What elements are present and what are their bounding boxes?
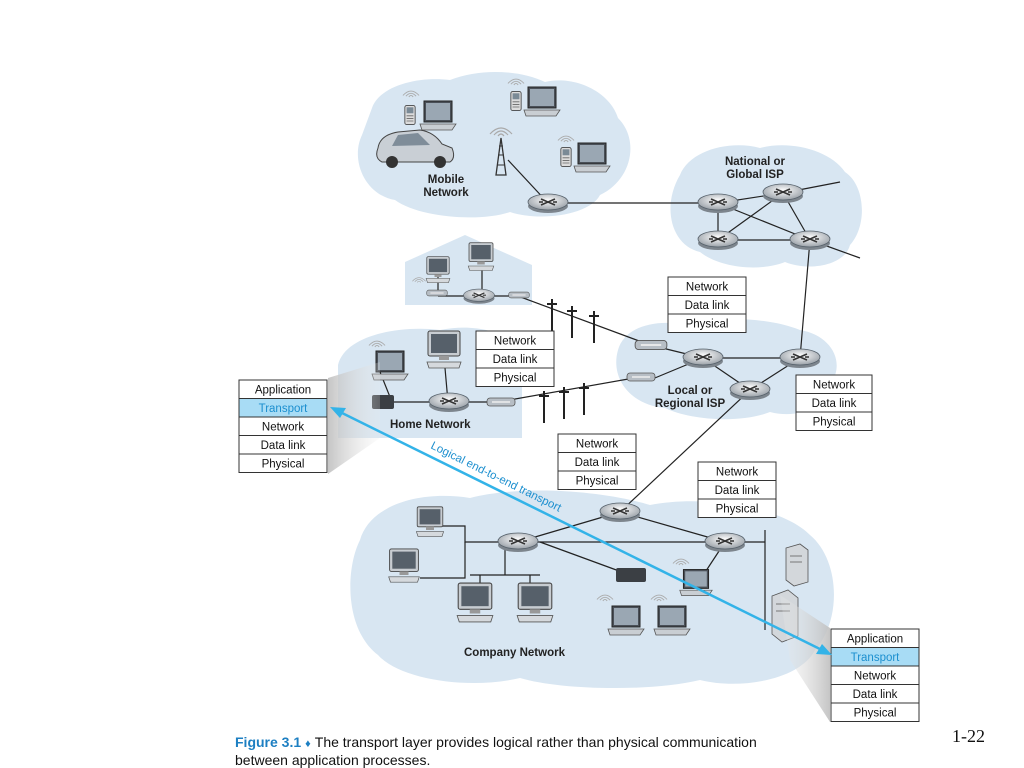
layer-label: Application xyxy=(255,384,311,396)
phone-icon xyxy=(404,105,416,125)
national-router-2 xyxy=(762,183,804,204)
server-icon xyxy=(785,543,809,587)
home-network-cloud-top xyxy=(405,235,532,305)
layer-cell xyxy=(557,470,637,490)
desktop-icon xyxy=(425,256,451,283)
layer-label: Physical xyxy=(262,458,305,470)
national-router-1 xyxy=(697,193,739,214)
desktop-icon xyxy=(426,330,462,369)
modem-icon xyxy=(626,372,656,382)
layer-label: Network xyxy=(576,438,618,450)
national-router-3 xyxy=(697,230,739,251)
layer-cell xyxy=(475,367,555,387)
company-router-3 xyxy=(704,532,746,553)
layer-cell xyxy=(830,702,920,722)
wireless-base-station-icon xyxy=(616,568,646,582)
layer-label: Network xyxy=(262,421,304,433)
laptop-icon xyxy=(607,605,645,636)
national-router-4 xyxy=(789,230,831,251)
utility-poles-upper xyxy=(546,298,600,344)
desktop-icon xyxy=(388,548,420,583)
utility-poles-lower xyxy=(538,382,590,424)
label-home-network: Home Network xyxy=(390,419,471,431)
figure-number: Figure 3.1 xyxy=(235,734,302,750)
local-router-3 xyxy=(729,380,771,401)
layer-label: Application xyxy=(847,633,903,645)
modem-icon xyxy=(426,289,448,297)
local-isp-cloud xyxy=(616,319,837,420)
logical-transport-arrow xyxy=(330,407,832,655)
layer-label: Transport xyxy=(259,403,309,415)
company-router-1 xyxy=(599,502,641,523)
modem-icon xyxy=(634,339,668,351)
caption-separator: ♦ xyxy=(305,738,311,750)
company-stack-shade xyxy=(780,595,830,722)
layer-label: Data link xyxy=(261,440,306,452)
layer-cell xyxy=(795,411,873,431)
laptop-icon xyxy=(653,605,691,636)
layer-label: Data link xyxy=(853,689,898,701)
layer-label: Network xyxy=(813,379,855,391)
figure-caption: Figure 3.1♦The transport layer provides … xyxy=(235,734,795,768)
layer-label: Data link xyxy=(575,457,620,469)
laptop-icon xyxy=(419,100,457,131)
phone-icon xyxy=(560,147,572,167)
layer-cell xyxy=(697,498,777,518)
laptop-icon xyxy=(573,142,611,173)
layer-label: Network xyxy=(686,281,728,293)
local-router-2 xyxy=(779,348,821,369)
company-router-2 xyxy=(497,532,539,553)
page-number: 1-22 xyxy=(952,726,985,746)
layer-label: Physical xyxy=(494,372,537,384)
layer-label: Data link xyxy=(493,354,538,366)
mobile-router xyxy=(527,193,569,214)
layer-label: Transport xyxy=(851,652,901,664)
layer-label: Data link xyxy=(715,485,760,497)
layer-label: Network xyxy=(494,335,536,347)
phone-icon xyxy=(510,91,522,111)
layer-cell xyxy=(238,453,328,473)
layer-label: Data link xyxy=(685,300,730,312)
home-router xyxy=(428,392,470,413)
layer-label: Data link xyxy=(812,398,857,410)
local-router-1 xyxy=(682,348,724,369)
layer-label: Physical xyxy=(854,707,897,719)
layer-label: Network xyxy=(854,670,896,682)
desktop-icon xyxy=(516,582,554,623)
laptop-icon xyxy=(523,86,561,117)
layer-label: Physical xyxy=(576,475,619,487)
layer-label: Physical xyxy=(716,503,759,515)
layer-label: Physical xyxy=(813,416,856,428)
caption-text: The transport layer provides logical rat… xyxy=(235,734,757,768)
desktop-icon xyxy=(415,506,445,537)
label-company-network: Company Network xyxy=(464,647,566,659)
car-icon xyxy=(376,129,455,168)
modem-icon xyxy=(486,397,516,407)
home-router-small xyxy=(462,288,496,305)
modem-icon xyxy=(508,291,530,299)
layer-label: Network xyxy=(716,466,758,478)
layer-cell xyxy=(667,313,747,333)
cell-tower-icon xyxy=(495,137,507,176)
layer-label: Physical xyxy=(686,318,729,330)
desktop-icon xyxy=(456,582,494,623)
desktop-icon xyxy=(467,242,495,271)
